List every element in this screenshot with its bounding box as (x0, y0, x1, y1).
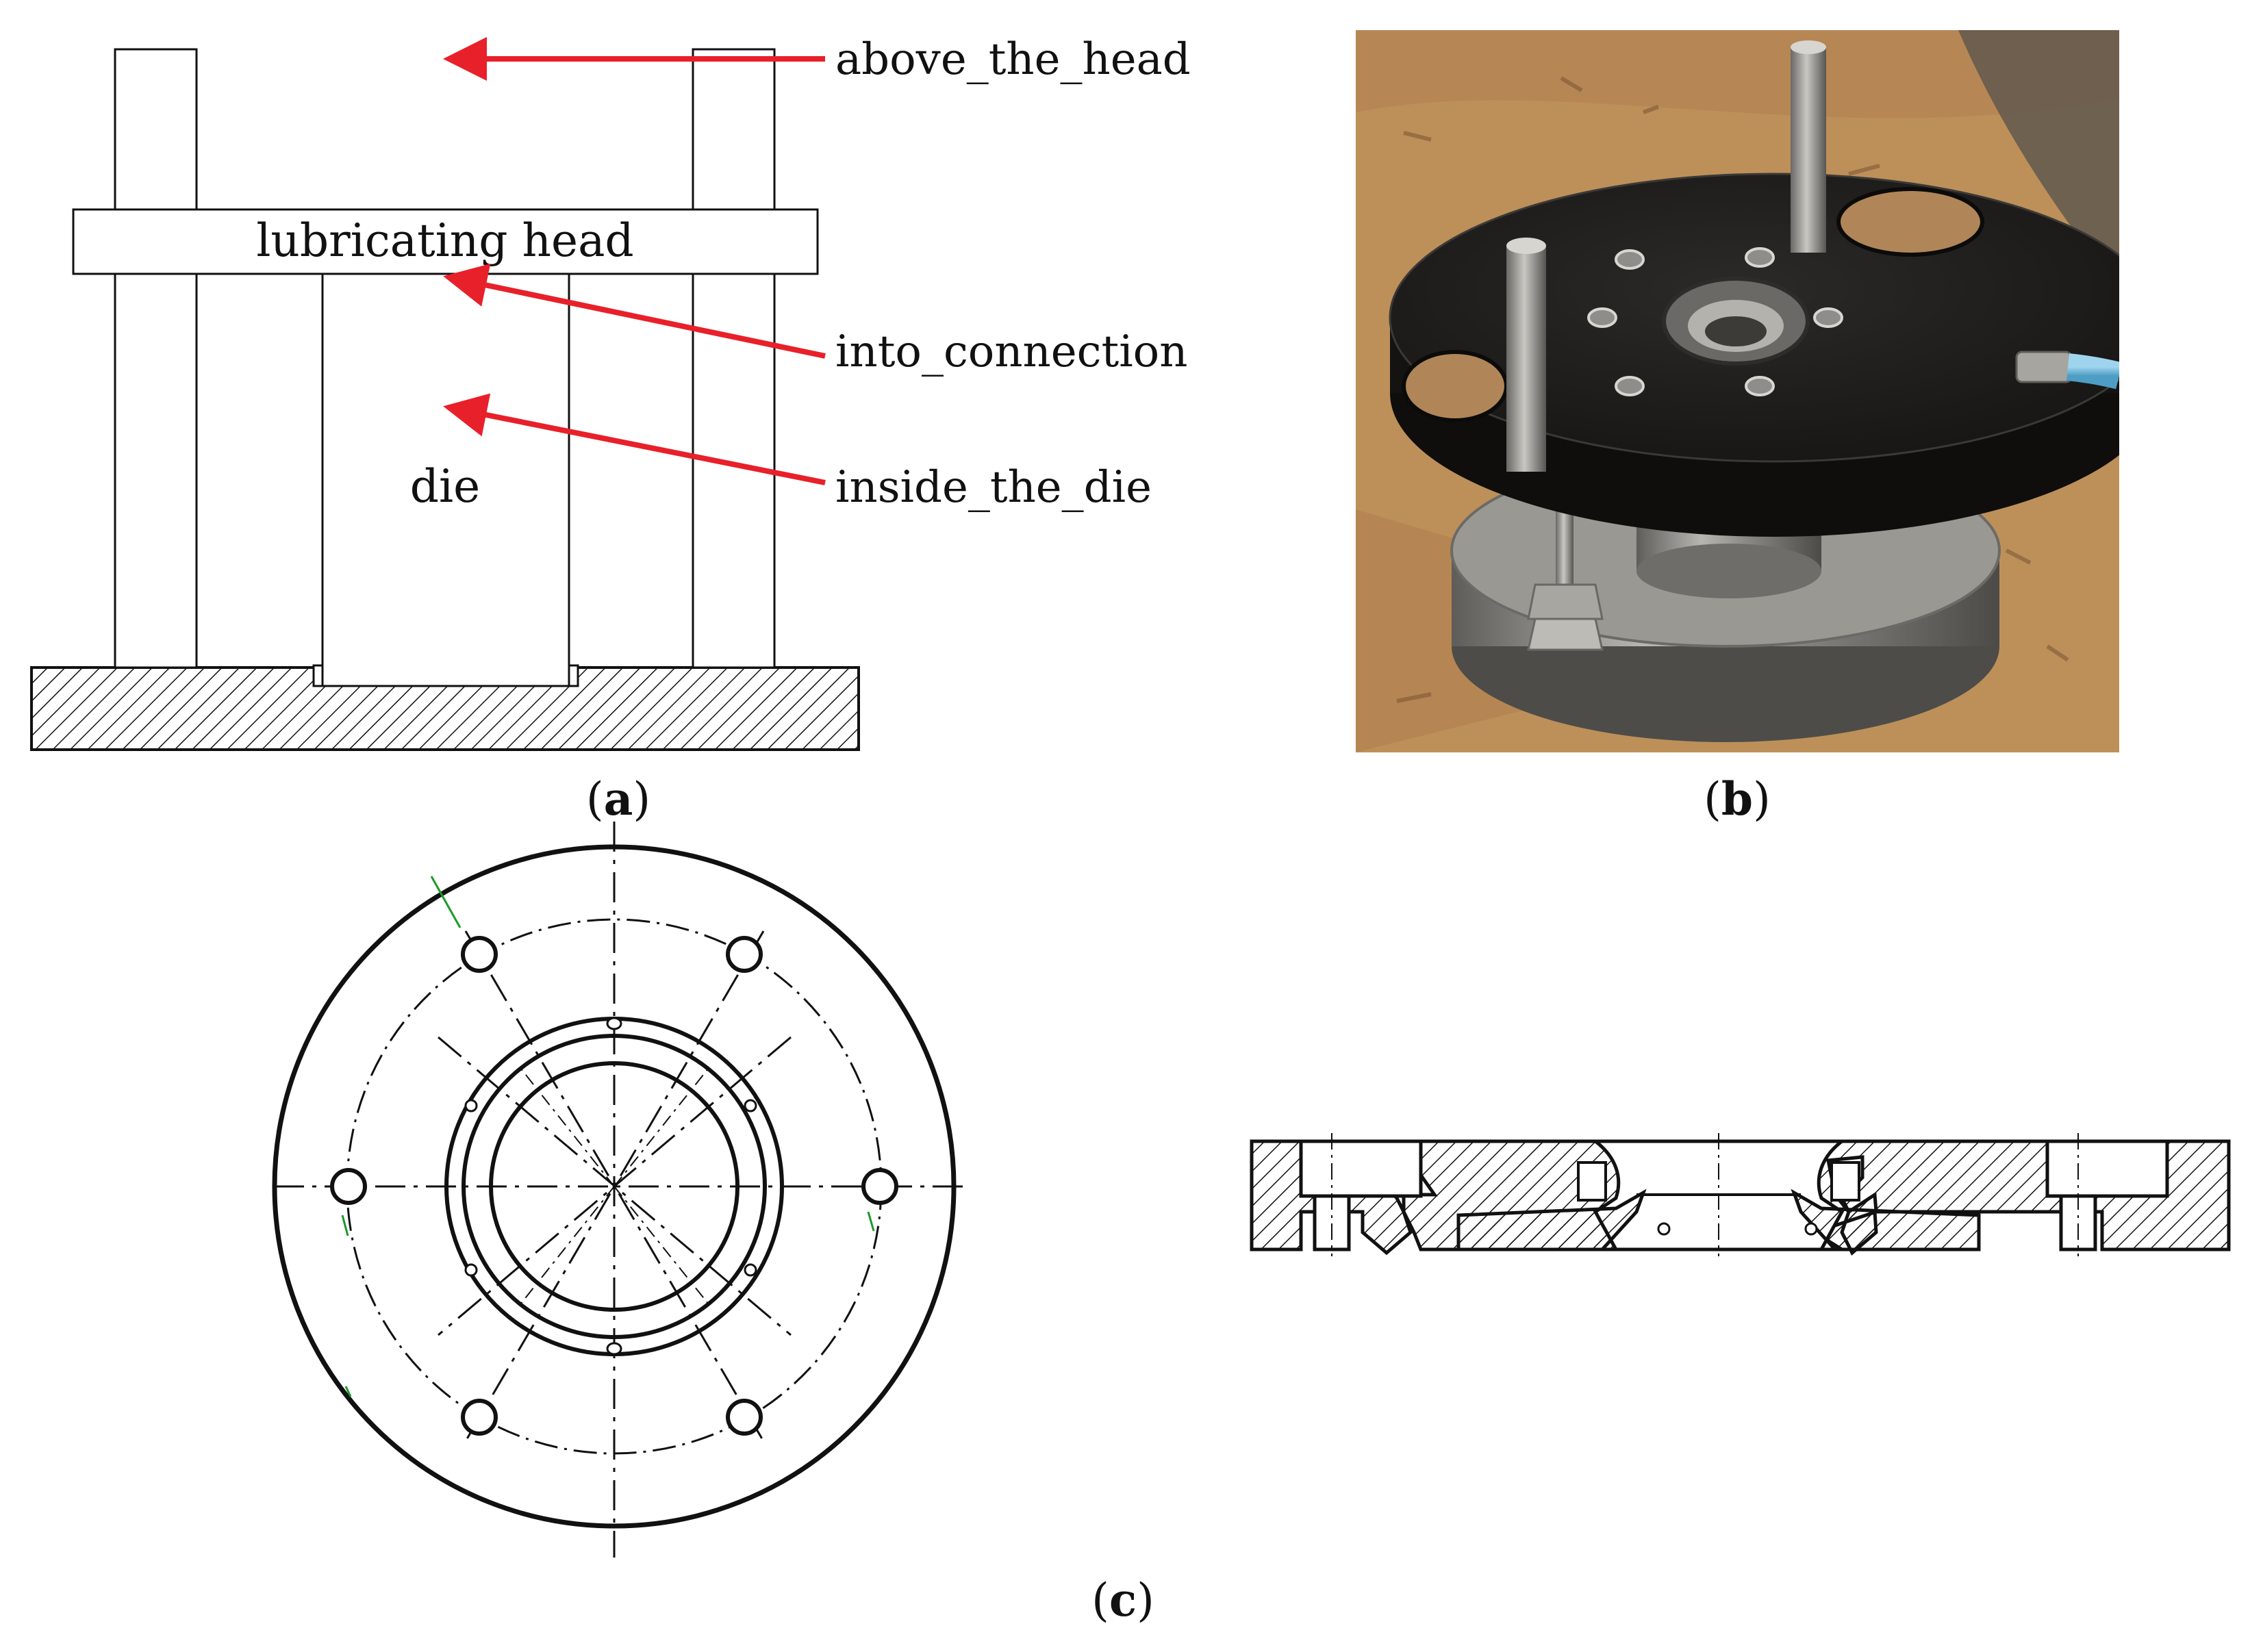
guide-pillar-left (114, 48, 198, 669)
small-ports (464, 1017, 757, 1356)
die-label: die (410, 460, 480, 513)
lubricating-head-label: lubricating head (256, 214, 633, 267)
lubricating-head-plate (72, 208, 819, 275)
caption-b: (b) (1704, 772, 1771, 826)
air-fitting-and-tube (2015, 351, 2119, 390)
panel-c-top-view (272, 822, 965, 1558)
guide-pin-right (1791, 40, 1826, 253)
green-edge-marks (341, 876, 875, 1397)
into-connection-label: into_connection (835, 327, 1187, 377)
guide-pillar-right (692, 48, 776, 669)
red-arrows (443, 37, 826, 485)
panel-a-diagram: lubricating head die above_the_head into… (30, 34, 1191, 826)
panel-c-section-view (1250, 1133, 2231, 1256)
pillar-slot-right (1836, 187, 1984, 257)
caption-c: (c) (1091, 1573, 1154, 1627)
caption-a: (a) (586, 772, 650, 826)
socket-screws (1587, 247, 1843, 396)
above-the-head-label: above_the_head (835, 34, 1191, 85)
guide-pin-left (1506, 238, 1546, 472)
arrow-into-connection (443, 264, 826, 359)
inner-ring-section (1456, 1189, 1981, 1251)
mounting-holes (330, 936, 898, 1436)
lubricating-head-black-plate (1389, 173, 2119, 537)
arrow-inside-the-die (443, 393, 826, 485)
inside-the-die-label: inside_the_die (835, 462, 1152, 513)
panel-b-photo: (b) (1356, 30, 2119, 826)
section-center-lines (1331, 1133, 2079, 1256)
pillar-hole-left (1402, 350, 1508, 422)
